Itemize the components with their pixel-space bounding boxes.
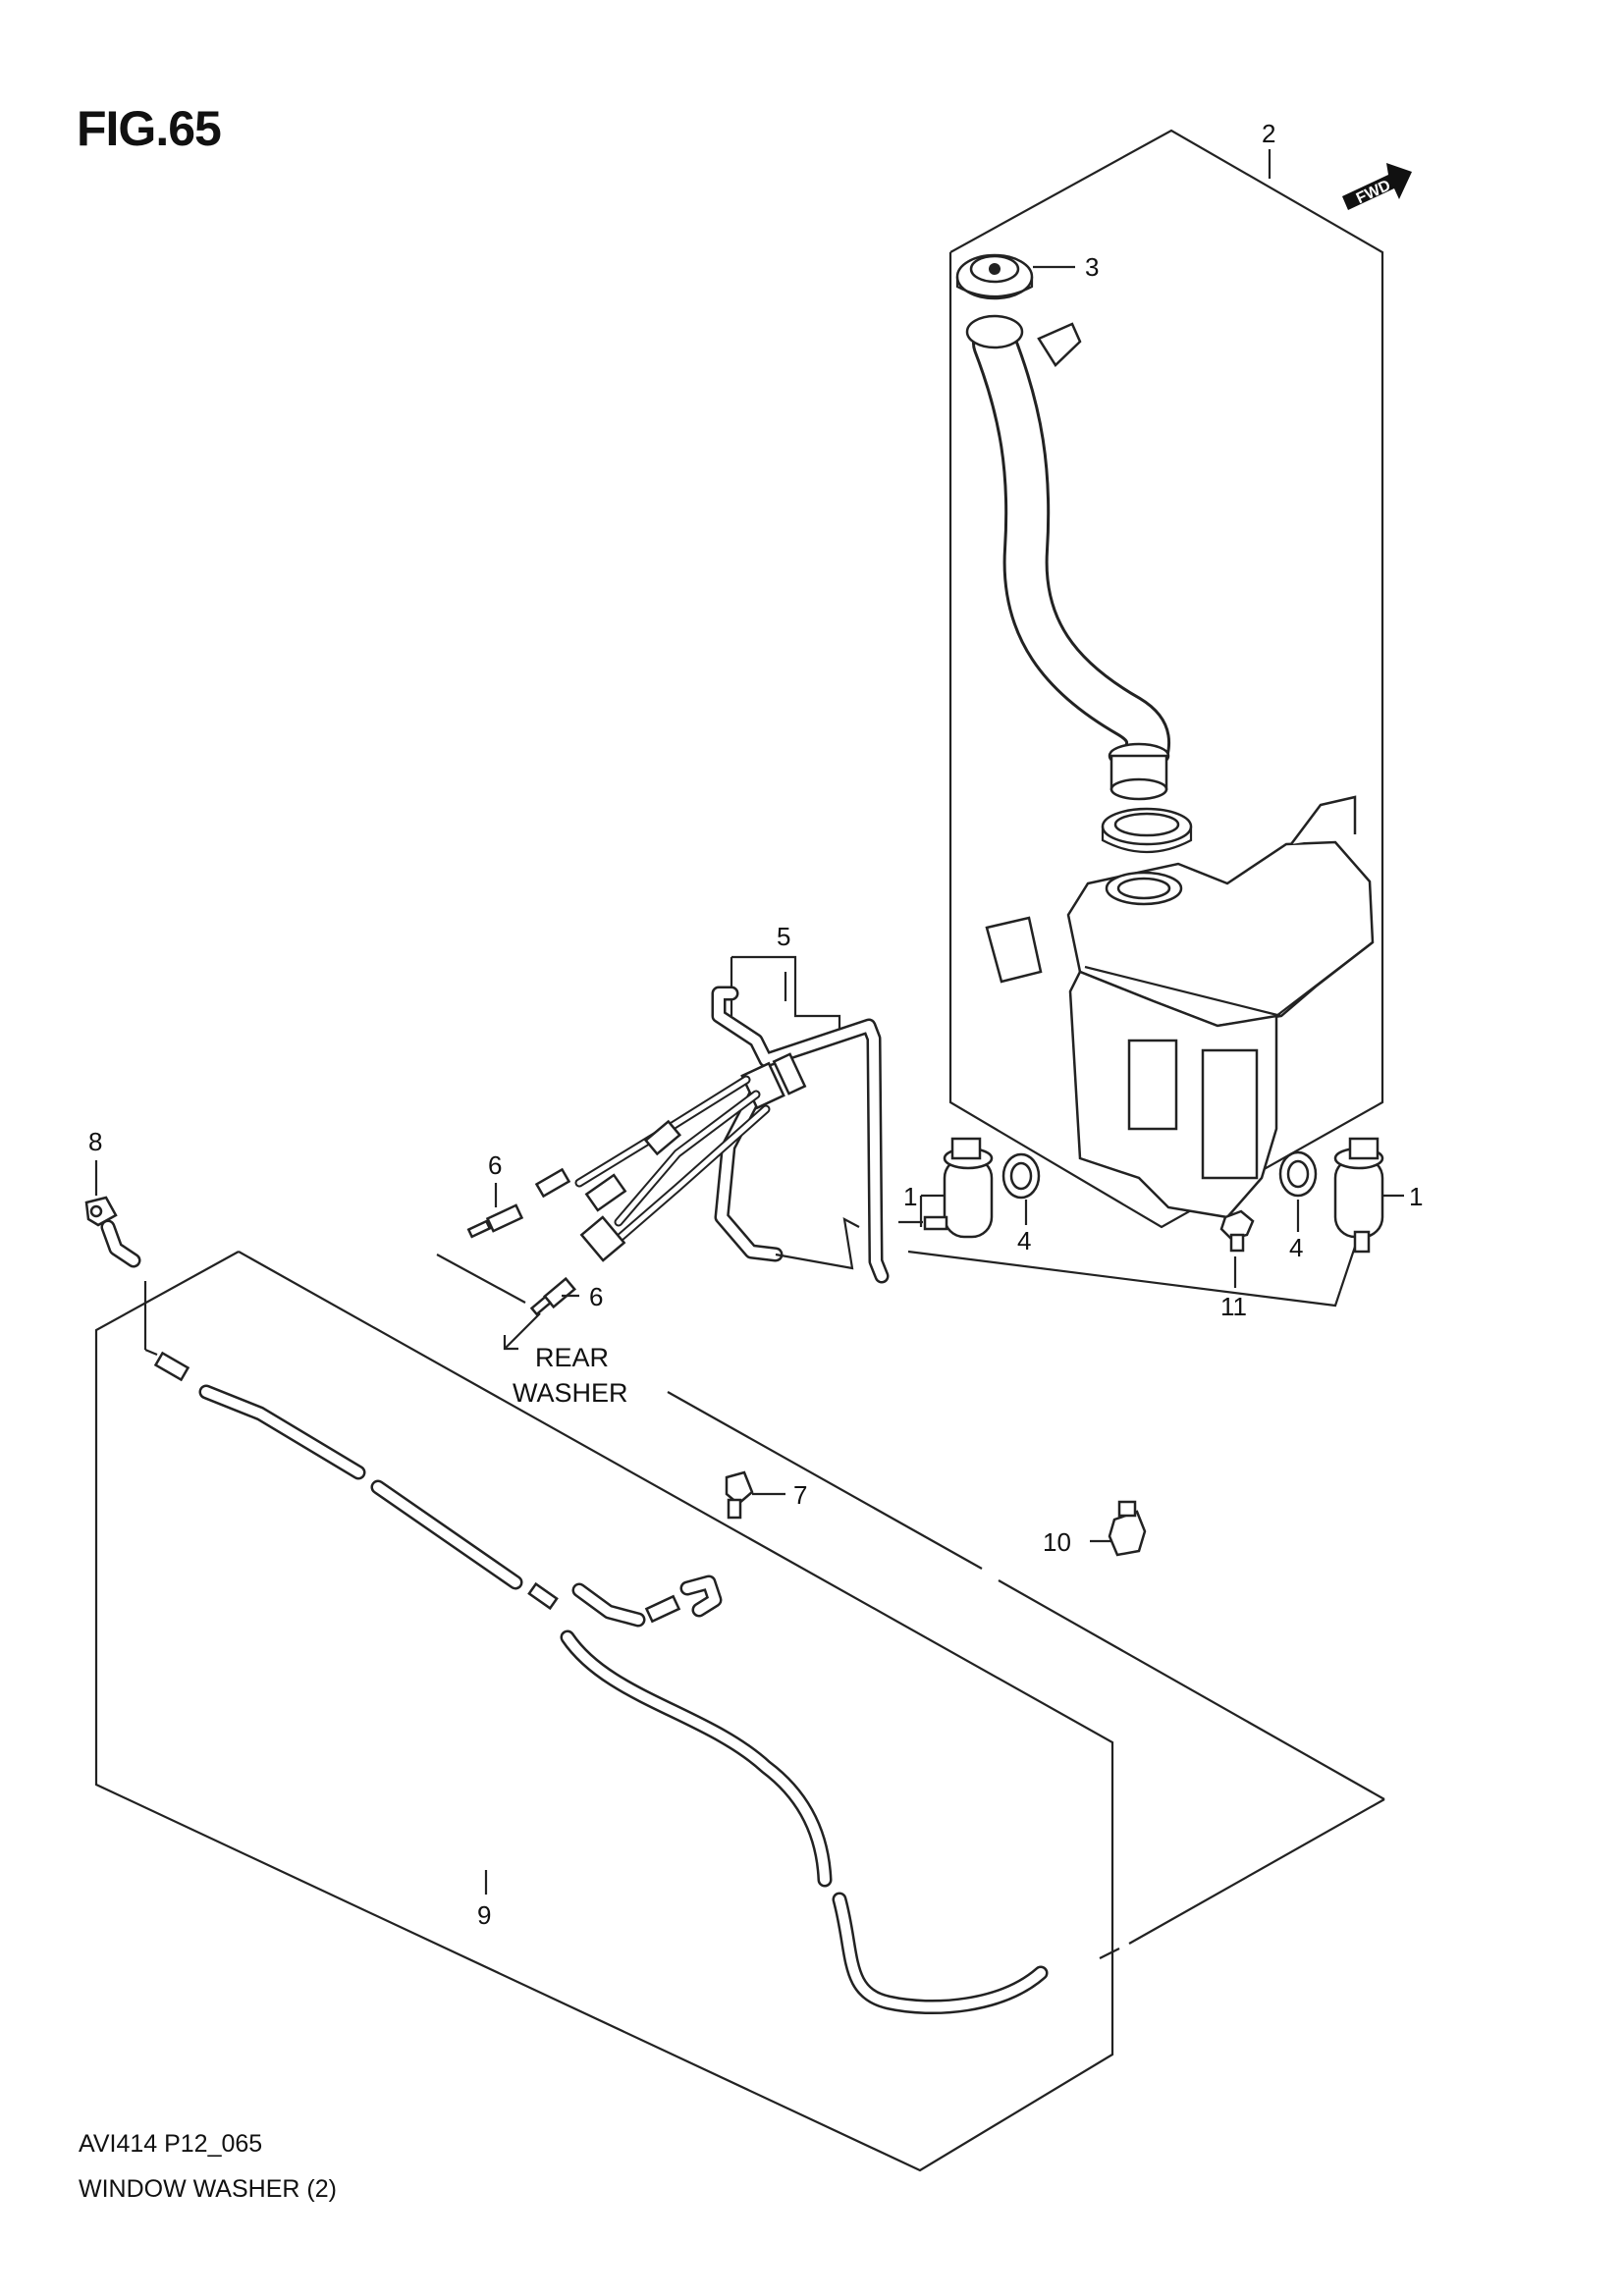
callout-6-upper: 6 [488, 1150, 502, 1180]
callout-8: 8 [88, 1127, 102, 1156]
callout-11: 11 [1220, 1292, 1247, 1321]
rear-washer-arrow-icon [503, 1312, 541, 1351]
hose-clamp-10 [1108, 1500, 1147, 1557]
callout-10: 10 [1043, 1527, 1071, 1557]
joint-upper [466, 1203, 524, 1239]
tank-cap [955, 253, 1034, 300]
callout-2: 2 [1262, 119, 1275, 148]
figure-title: FIG.65 [77, 101, 222, 156]
washer-pump-left [923, 1137, 994, 1239]
figure-caption: WINDOW WASHER (2) [79, 2175, 337, 2203]
washer-tank [985, 795, 1375, 1219]
pump-grommet-right [1278, 1150, 1318, 1198]
joint-lower [529, 1276, 576, 1316]
pipe-assembly [534, 955, 890, 1284]
drawing-code: AVI414 P12_065 [79, 2130, 263, 2158]
pump-grommet-left [1001, 1152, 1041, 1200]
guide-lines [667, 1391, 1385, 1959]
filler-neck [965, 314, 1171, 801]
callout-4-right: 4 [1289, 1233, 1303, 1262]
rear-washer-line1: REAR [535, 1343, 609, 1372]
mounting-bolt [1219, 1209, 1255, 1253]
washer-hose [153, 1351, 1049, 2015]
leader-lines [94, 149, 1404, 1895]
callout-7: 7 [793, 1480, 807, 1510]
washer-pump-right [1333, 1137, 1384, 1254]
callout-1-left: 1 [903, 1182, 917, 1211]
callout-1-right: 1 [1409, 1182, 1423, 1211]
callouts: 2 3 1 1 4 4 5 6 6 7 8 9 10 11 [88, 119, 1423, 1930]
rear-washer-line2: WASHER [513, 1378, 628, 1408]
rear-washer-note: REAR WASHER [513, 1343, 628, 1408]
neck-seal [1101, 807, 1193, 854]
callout-4-left: 4 [1017, 1226, 1031, 1255]
callout-6-lower: 6 [589, 1282, 603, 1311]
fwd-arrow-icon: FWD [1342, 163, 1412, 210]
callout-9: 9 [477, 1900, 491, 1930]
callout-3: 3 [1085, 252, 1099, 282]
tank-assembly-frame [948, 129, 1384, 1229]
pipe-bracket-lines [436, 1216, 1357, 1308]
callout-5: 5 [777, 922, 790, 951]
hose-connector-8 [84, 1196, 158, 1357]
hose-assembly-frame [94, 1251, 1114, 2172]
hose-joint-7 [725, 1470, 754, 1520]
